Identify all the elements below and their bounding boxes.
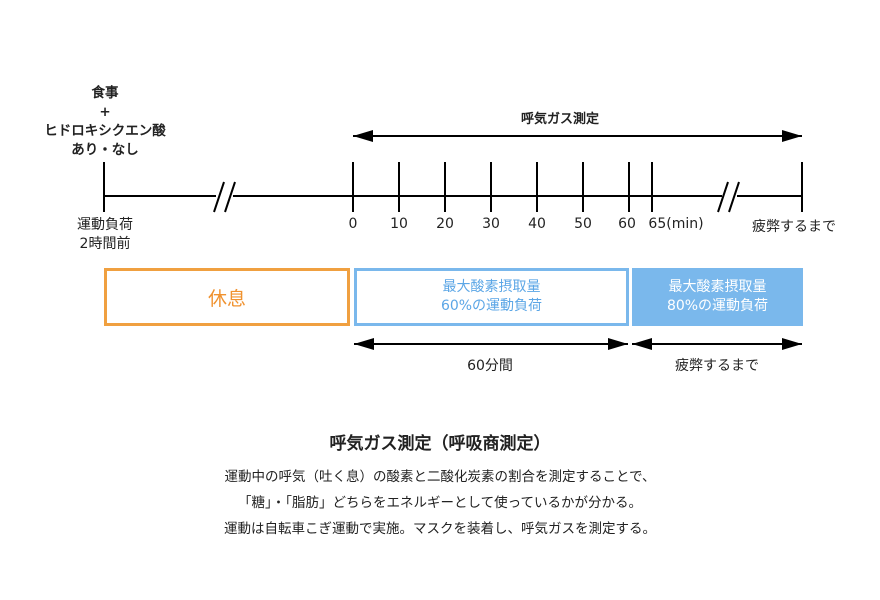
timing-line-2: 2時間前 (79, 236, 131, 252)
tick-label-40: 40 (528, 216, 546, 232)
load-60-line-1: 最大酸素摂取量 (442, 279, 541, 295)
load-80-phase-box: 最大酸素摂取量 80%の運動負荷 (632, 268, 803, 326)
tick-label-20: 20 (436, 216, 454, 232)
caption-line-3: 運動は自転車こぎ運動で実施。マスクを装着し、呼気ガスを測定する。 (224, 521, 656, 537)
rest-phase-label: 休息 (207, 287, 246, 310)
caption-line-2: 「糖」・「脂肪」どちらをエネルギーとして使っているかが分かる。 (238, 495, 642, 511)
tick-label-65min: 65(min) (648, 216, 704, 232)
with-without-label: あり・なし (71, 142, 139, 158)
tick-label-60: 60 (618, 216, 636, 232)
caption-description: 運動中の呼気（吐く息）の酸素と二酸化炭素の割合を測定することで、 「糖」・「脂肪… (0, 464, 880, 542)
axis-break-left-b (224, 181, 236, 213)
end-label: 疲弊するまで (752, 219, 836, 235)
pre-exercise-label: 食事 + ヒドロキシクエン酸 あり・なし (20, 84, 190, 160)
hca-label: ヒドロキシクエン酸 (44, 123, 166, 139)
pre-exercise-timing: 運動負荷 2時間前 (50, 216, 160, 254)
load-60-phase-box: 最大酸素摂取量 60%の運動負荷 (354, 268, 629, 326)
axis-break-left-a (213, 181, 225, 213)
tick-label-50: 50 (574, 216, 592, 232)
plus-label: + (99, 104, 111, 120)
tick-label-0: 0 (348, 216, 358, 232)
rest-phase-box: 休息 (104, 268, 350, 326)
axis-break-right-b (728, 181, 740, 213)
load-60-line-2: 60%の運動負荷 (440, 298, 543, 314)
load-80-line-1: 最大酸素摂取量 (668, 279, 767, 295)
axis-break-right-a (717, 181, 729, 213)
meal-label: 食事 (91, 85, 119, 101)
load-80-line-2: 80%の運動負荷 (666, 298, 769, 314)
timing-line-1: 運動負荷 (77, 217, 133, 233)
tick-label-10: 10 (390, 216, 408, 232)
duration-label-exhaustion: 疲弊するまで (675, 358, 759, 374)
caption-line-1: 運動中の呼気（吐く息）の酸素と二酸化炭素の割合を測定することで、 (224, 469, 656, 485)
tick-label-30: 30 (482, 216, 500, 232)
caption-title: 呼気ガス測定（呼吸商測定） (329, 434, 551, 454)
measurement-label: 呼気ガス測定 (520, 112, 599, 127)
duration-label-60min: 60分間 (467, 358, 513, 374)
